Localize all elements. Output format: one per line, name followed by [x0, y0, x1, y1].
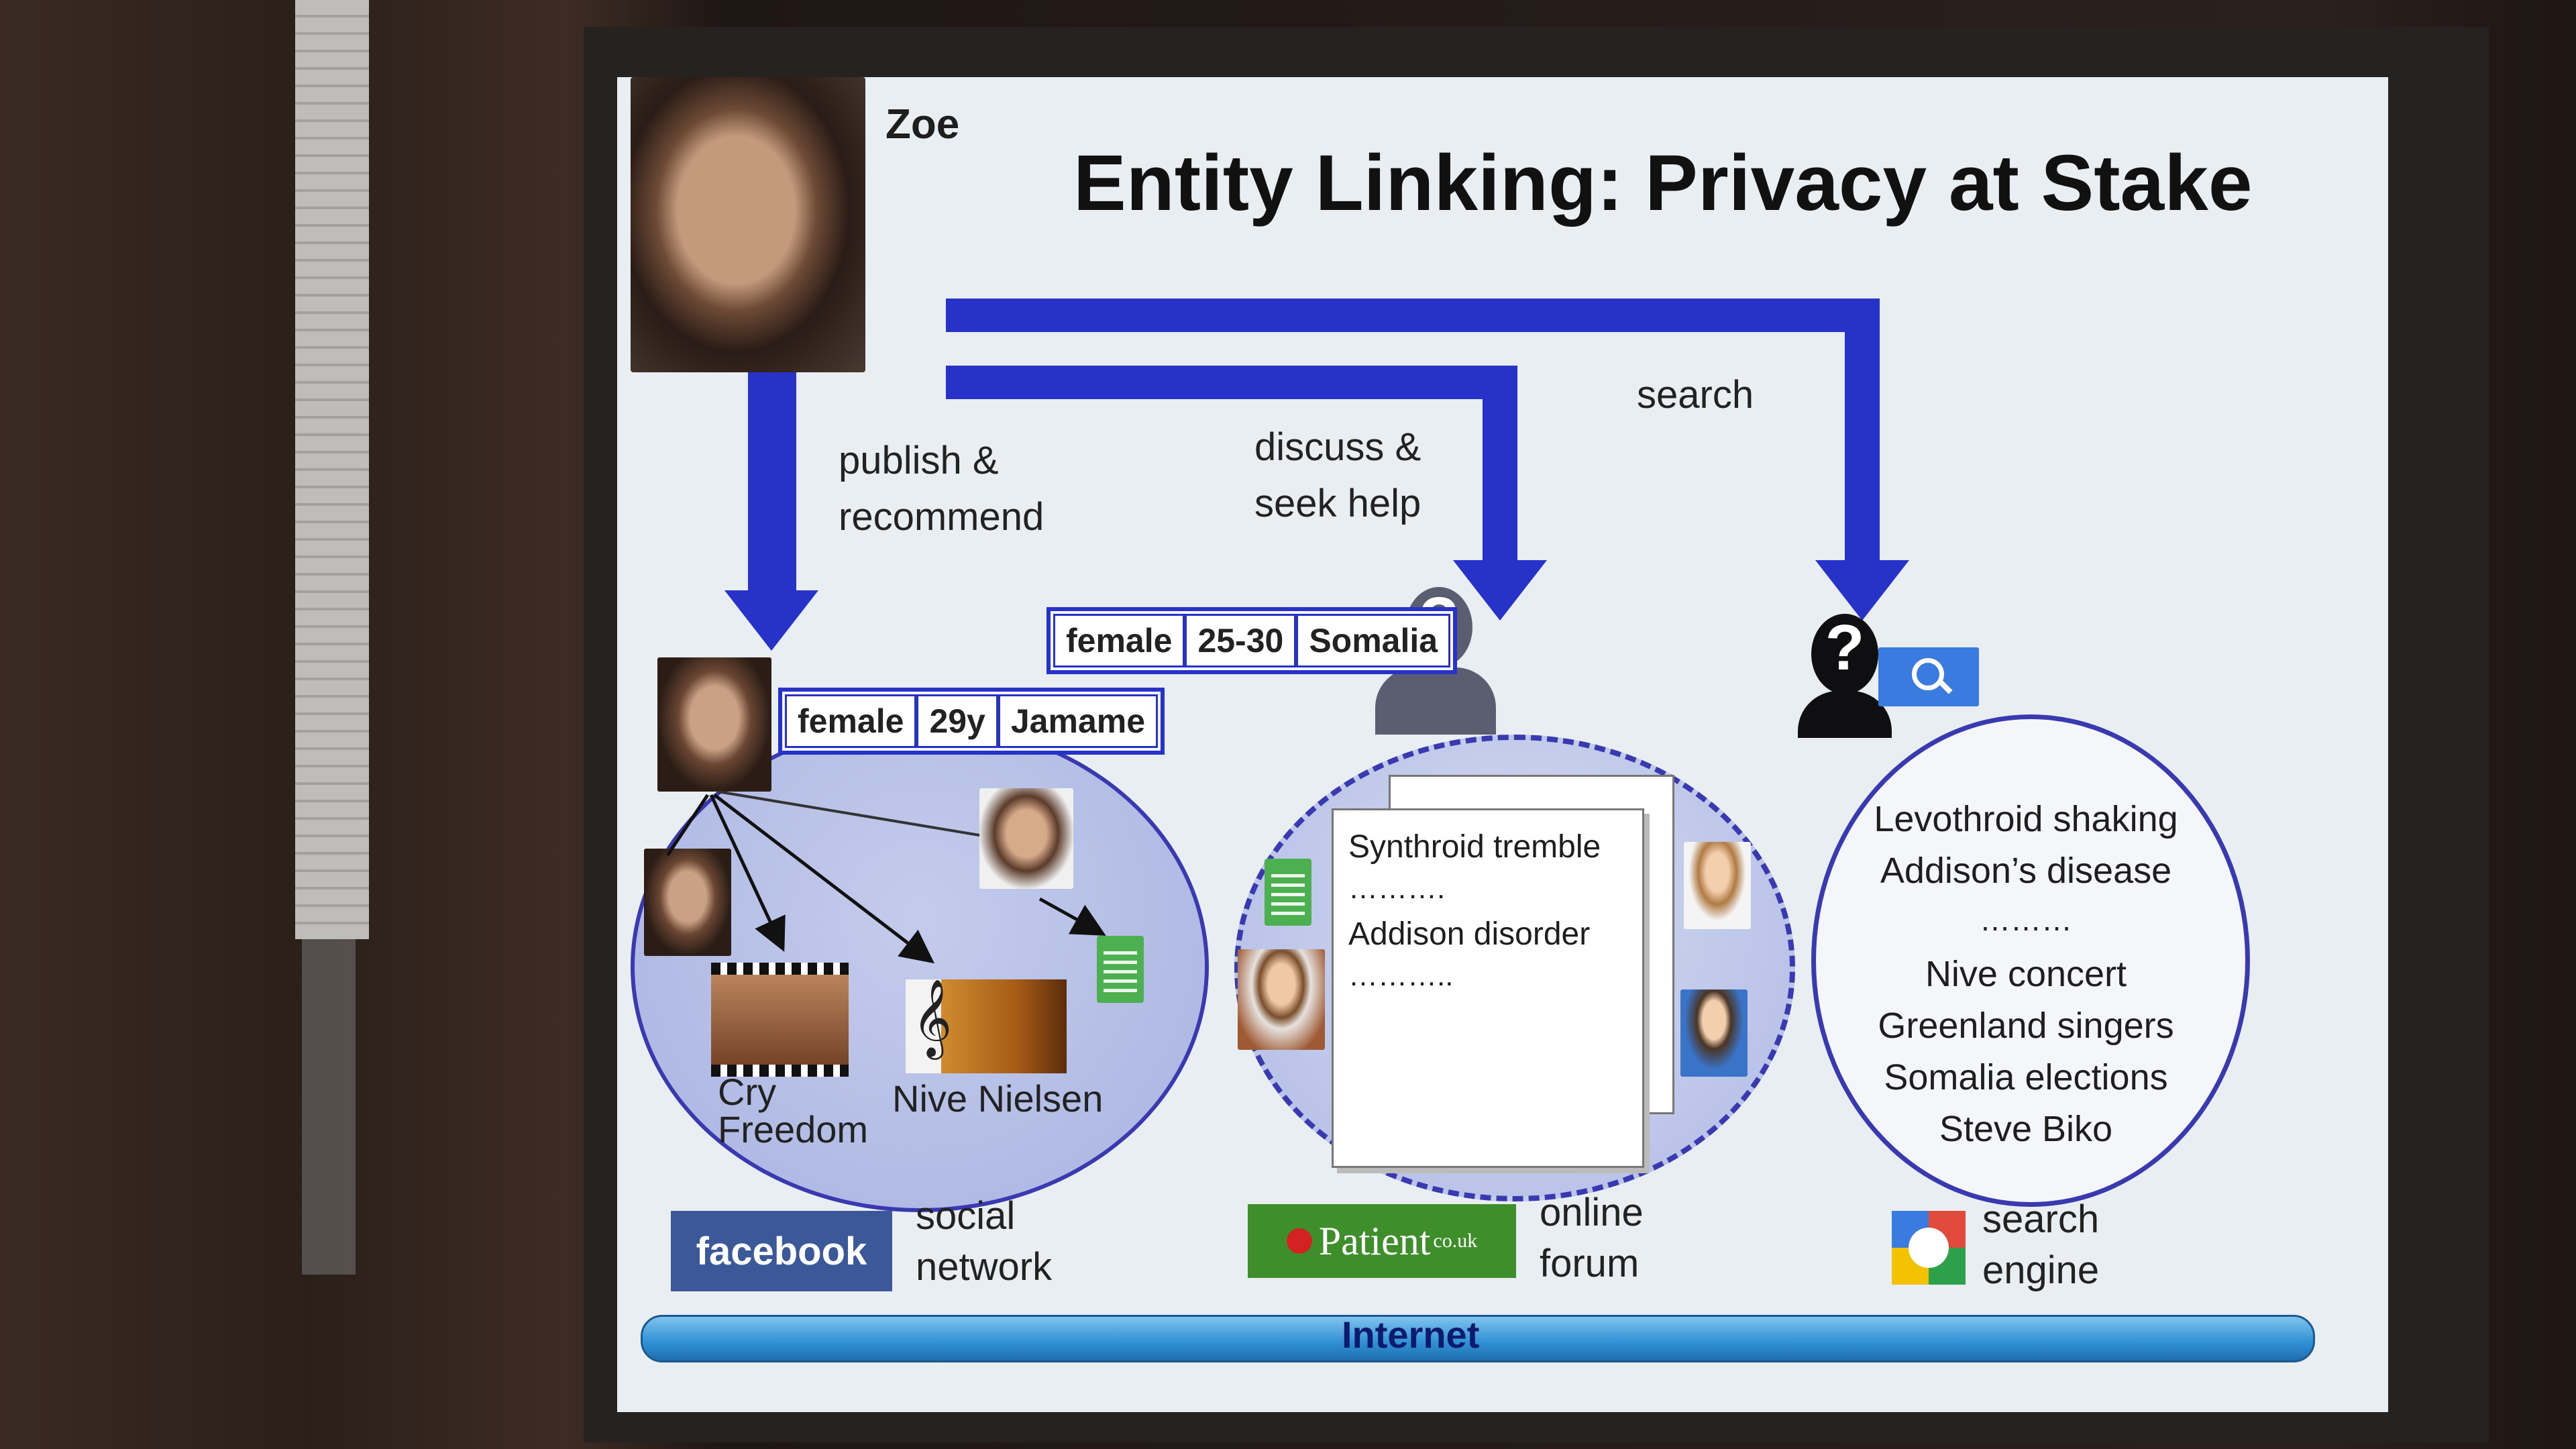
searcher-unknown-mark: ? [1825, 612, 1865, 684]
slide-title: Entity Linking: Privacy at Stake [1073, 139, 2253, 227]
internet-label: Internet [1342, 1313, 1480, 1356]
arrow-search-head [1815, 560, 1909, 621]
searcher-unknown-user-icon: ? [1798, 612, 1892, 741]
tag-age: 29y [916, 694, 998, 748]
post-line-4: ……….. [1348, 959, 1454, 992]
post-line-3: Addison disorder [1348, 916, 1591, 952]
query-6: Somalia elections [1884, 1057, 2168, 1097]
tag-gender: female [785, 694, 917, 748]
social-item-movie: Cry Freedom [718, 1071, 869, 1150]
friend-photo-right [979, 788, 1073, 889]
tag-country: Somalia [1296, 614, 1451, 667]
query-5: Greenland singers [1878, 1006, 2174, 1046]
forum-post [1332, 808, 1644, 1168]
arrow-search-shaft [1845, 299, 1880, 567]
social-link-arrows [665, 790, 1106, 964]
magnifier-icon [1912, 658, 1944, 690]
social-item-music: Nive Nielsen [892, 1077, 1104, 1120]
facebook-logo: facebook [671, 1211, 892, 1291]
online-forum-caption: online forum [1540, 1191, 1644, 1285]
tag-age-range: 25-30 [1185, 614, 1297, 667]
window-lower [302, 939, 356, 1275]
flow-label-publish: publish & recommend [839, 439, 1044, 539]
arrow-discuss-horizontal [946, 366, 1509, 399]
arrow-discuss-shaft [1483, 366, 1517, 567]
friend-photo-left [644, 849, 731, 956]
patient-brand: Patient [1318, 1218, 1431, 1263]
query-1: Levothroid shaking [1874, 799, 2178, 839]
music-album-image [906, 979, 1067, 1073]
person-name: Zoe [885, 101, 960, 148]
search-button[interactable] [1878, 647, 1979, 706]
patient-brand-suffix: co.uk [1433, 1230, 1478, 1252]
query-4: Nive concert [1925, 954, 2127, 994]
tag-location: Jamame [998, 694, 1159, 748]
forum-user-left [1238, 949, 1325, 1050]
search-engine-caption: search engine [1982, 1197, 2100, 1292]
forum-profile-tags: female 25-30 Somalia [1046, 607, 1458, 674]
arrow-search-horizontal [946, 299, 1878, 332]
search-engine-circle [1811, 714, 2250, 1207]
query-2: Addison’s disease [1880, 851, 2172, 891]
apple-icon [1286, 1228, 1312, 1254]
forum-document-icon [1265, 859, 1311, 926]
social-network-caption: social network [916, 1194, 1053, 1289]
shared-document-icon [1097, 936, 1144, 1003]
flow-label-search: search [1637, 373, 1754, 417]
zoe-portrait [631, 77, 865, 372]
social-profile-tags: female 29y Jamame [778, 688, 1165, 755]
internet-bar [641, 1315, 2315, 1362]
query-3: ……… [1980, 902, 2072, 937]
search-query-list: Levothroid shaking Addison’s disease ………… [1825, 798, 2227, 1160]
window-blinds [295, 0, 369, 939]
tag-gender: female [1053, 614, 1185, 667]
film-reel-icon [711, 963, 849, 1077]
arrow-publish-head [724, 590, 818, 651]
projected-slide: Zoe Entity Linking: Privacy at Stake pub… [617, 77, 2388, 1412]
patient-logo: Patient co.uk [1248, 1204, 1516, 1278]
post-line-2: ………. [1348, 872, 1446, 905]
profile-photo [657, 657, 771, 792]
query-7: Steve Biko [1939, 1109, 2113, 1149]
forum-user-right-bottom [1680, 989, 1748, 1077]
music-note-icon: 𝄞 [912, 980, 953, 1055]
post-line-1: Synthroid tremble [1348, 829, 1601, 865]
arrow-publish-shaft [748, 372, 796, 594]
flow-label-discuss: discuss & seek help [1254, 425, 1421, 525]
google-logo-icon [1892, 1211, 1966, 1285]
forum-user-right-top [1684, 842, 1751, 929]
